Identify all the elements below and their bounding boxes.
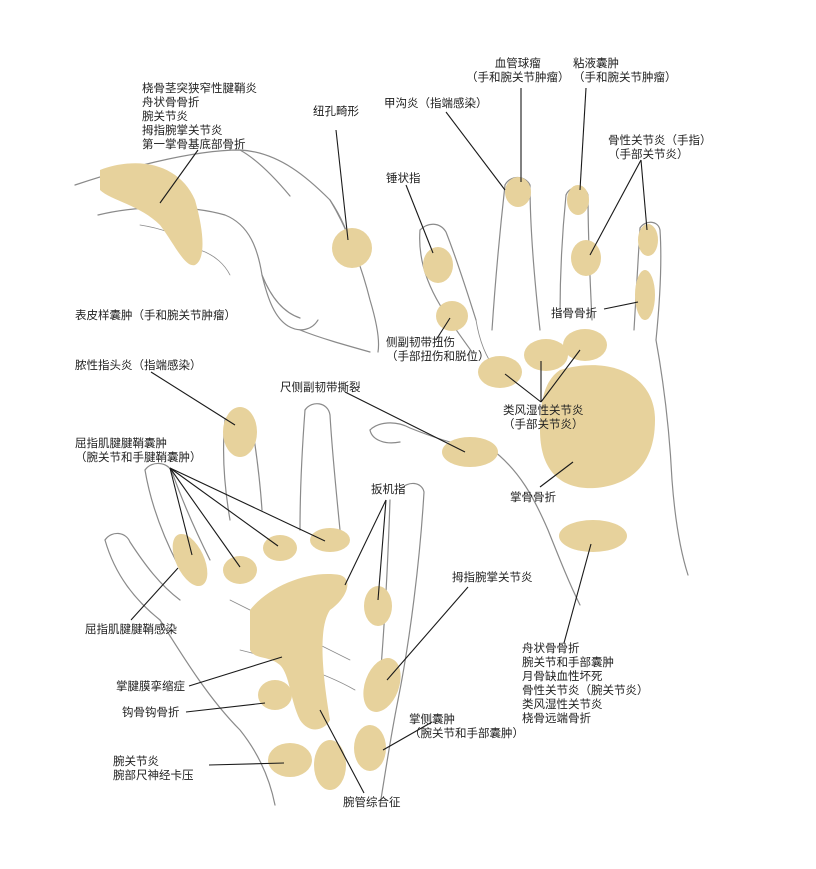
label-tenosynovitis: 屈指肌腱腱鞘感染 (85, 622, 177, 636)
label-felon: 脓性指头炎（指端感染） (75, 358, 202, 372)
zone-mucous-cyst (567, 185, 589, 215)
leader-lines (130, 87, 648, 794)
label-dupuytren: 掌腱膜挛缩症 (116, 679, 185, 693)
label-metacarpal: 掌骨骨折 (510, 490, 556, 504)
zone-ra-3 (563, 329, 607, 361)
label-ulnar-tunnel: 腕关节炎腕部尺神经卡压 (113, 754, 194, 782)
label-wrist-list: 舟状骨骨折腕关节和手部囊肿月骨缺血性坏死骨性关节炎（腕关节炎）类风湿性关节炎桡骨… (522, 641, 649, 725)
label-oa-finger: 骨性关节炎（手指）（手部关节炎） (608, 133, 712, 161)
zone-ganglion-1 (172, 533, 208, 587)
zone-phalanx (635, 270, 655, 320)
zone-oa-dip (638, 224, 658, 256)
zone-trigger (364, 586, 392, 626)
zone-hamate (258, 680, 292, 710)
zone-buttonhole (332, 228, 372, 268)
label-glomus: 血管球瘤（手和腕关节肿瘤） (466, 56, 570, 84)
label-collateral: 侧副韧带扭伤（手部扭伤和脱位） (386, 335, 490, 363)
label-ra: 类风湿性关节炎（手部关节炎） (503, 403, 584, 431)
label-cmc: 拇指腕掌关节炎 (452, 570, 533, 584)
zone-mallet (423, 247, 453, 283)
label-epidermoid: 表皮样囊肿（手和腕关节肿瘤） (75, 308, 236, 322)
affected-zones (100, 163, 658, 790)
zone-glomus (505, 177, 531, 207)
zone-ra-2 (524, 339, 568, 371)
zone-ganglion-4 (310, 528, 350, 552)
zone-volar-cyst (354, 725, 386, 771)
label-radial-wrist: 桡骨茎突狭窄性腱鞘炎舟状骨骨折腕关节炎拇指腕掌关节炎第一掌骨基底部骨折 (142, 81, 257, 151)
zone-dupuytren (250, 574, 348, 730)
zone-collateral (436, 301, 468, 331)
label-hamate: 钩骨钩骨折 (122, 705, 180, 719)
label-ucl: 尺侧副韧带撕裂 (280, 380, 361, 394)
zone-felon (223, 407, 257, 457)
zone-ulnar-tunnel (268, 743, 312, 777)
label-buttonhole: 纽孔畸形 (313, 104, 359, 118)
label-trigger: 扳机指 (371, 482, 406, 496)
label-volar-cyst: 掌侧囊肿（腕关节和手部囊肿） (409, 712, 524, 740)
label-carpal-tunnel: 腕管综合征 (343, 795, 401, 809)
zone-carpal-tunnel (314, 740, 346, 790)
label-phalanx: 指骨骨折 (551, 306, 597, 320)
label-mucous-cyst: 粘液囊肿（手和腕关节肿瘤） (573, 56, 677, 84)
label-paronychia: 甲沟炎（指端感染） (384, 96, 488, 110)
zone-oa-pip (571, 240, 601, 276)
zone-ganglion-2 (223, 556, 257, 584)
zone-radial-wrist (100, 163, 203, 266)
label-mallet: 锤状指 (386, 171, 421, 185)
zone-cmc (363, 658, 401, 712)
zone-ra-1 (478, 356, 522, 388)
zone-wrist (559, 520, 627, 552)
zone-ucl (442, 437, 498, 467)
label-ganglion: 屈指肌腱腱鞘囊肿（腕关节和手腱鞘囊肿） (75, 436, 202, 464)
zone-metacarpal (540, 365, 655, 489)
